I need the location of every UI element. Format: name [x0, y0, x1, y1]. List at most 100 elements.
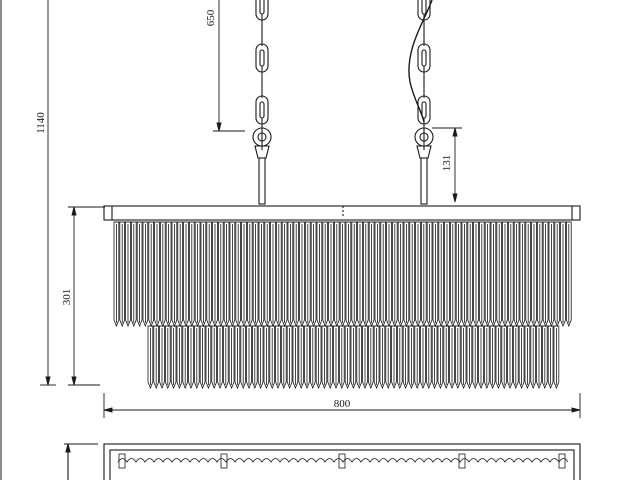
crystal-prism: [560, 221, 566, 328]
crystal-prism: [170, 325, 177, 390]
dimension-label-chain-drop: 650: [205, 9, 217, 26]
crystal-prism: [507, 221, 514, 328]
crystal-prism: [536, 325, 542, 390]
power-cable: [408, 0, 433, 123]
crystal-prism: [217, 221, 224, 328]
crystal-prism: [362, 325, 368, 390]
crystal-prism: [345, 221, 352, 328]
crystal-prism: [502, 221, 508, 328]
crystal-prism: [495, 325, 502, 390]
crystal-prism: [298, 325, 305, 390]
crystal-prism: [490, 221, 497, 328]
crystal-prism: [299, 221, 305, 328]
crystal-prism: [147, 325, 154, 390]
dimension-chain-drop: [213, 0, 245, 132]
crystal-prism: [182, 325, 189, 390]
crystal-prism: [269, 325, 276, 390]
crystal-prism: [554, 221, 560, 328]
crystal-prism: [200, 221, 207, 328]
crystal-prism: [374, 221, 381, 328]
dimension-width: [103, 393, 581, 418]
crystal-prism: [310, 221, 317, 328]
crystal-prism: [194, 221, 201, 328]
crystal-prism: [461, 221, 468, 328]
chain-link-inner: [259, 49, 265, 67]
crystal-prism: [217, 325, 223, 390]
crystal-prism: [199, 325, 206, 390]
crystal-prism: [524, 325, 531, 390]
crystal-prism: [263, 325, 270, 390]
crystal-prism: [478, 221, 485, 328]
crystal-prism: [252, 221, 259, 328]
crystal-prism: [444, 221, 450, 328]
crystal-prism: [176, 325, 183, 390]
crystal-prism: [241, 221, 247, 328]
crystal-prism: [188, 325, 194, 390]
crystal-prism: [264, 221, 271, 328]
crystal-prism: [275, 325, 281, 390]
left-chain: [255, 0, 269, 150]
crystal-prism: [228, 325, 235, 390]
right-hook: [414, 127, 434, 205]
crystal-prism: [286, 325, 293, 390]
crystal-prism: [142, 221, 149, 328]
crystal-prism: [396, 325, 403, 390]
chain-link-inner: [421, 49, 427, 67]
crystal-prism: [321, 325, 328, 390]
crystal-prism: [525, 221, 531, 328]
crystal-prism: [420, 325, 426, 390]
crystal-prism: [542, 221, 549, 328]
chain-link-inner: [259, 101, 265, 119]
crystal-prism: [333, 325, 339, 390]
crystal-prism: [530, 325, 536, 390]
crystal-prism: [164, 325, 171, 390]
crystal-prism: [351, 221, 358, 328]
crystal-prism: [414, 325, 421, 390]
crystal-prism: [547, 325, 554, 390]
crystal-prism: [304, 325, 310, 390]
crystal-prism: [240, 325, 247, 390]
top-view-outline: [64, 443, 581, 480]
crystal-prism: [501, 325, 508, 390]
crystal-prism: [437, 325, 444, 390]
crystal-prism: [211, 325, 218, 390]
crystal-prism: [420, 221, 427, 328]
crystal-prism: [443, 325, 450, 390]
crystal-prism: [206, 221, 213, 328]
top-view-crystal-ring: [117, 453, 569, 469]
crystal-prism: [136, 221, 143, 328]
crystal-prism: [339, 221, 346, 328]
dimension-label-total-height: 1140: [35, 112, 47, 134]
crystal-prism: [304, 221, 311, 328]
crystal-prism: [553, 325, 560, 390]
crystal-prism: [513, 325, 519, 390]
crystal-prism: [431, 325, 438, 390]
crystal-prism: [246, 325, 252, 390]
crystal-prism: [159, 221, 166, 328]
crystal-prism: [391, 221, 398, 328]
chain-link-inner: [421, 0, 427, 15]
crystal-prism: [409, 221, 416, 328]
crystal-prism: [449, 325, 455, 390]
crystal-prism: [484, 221, 491, 328]
mount-bracket: [458, 453, 466, 469]
chain-link-inner: [259, 0, 265, 15]
crystal-prism: [518, 325, 525, 390]
crystal-prism: [322, 221, 329, 328]
crystal-prism: [542, 325, 548, 390]
crystal-prism: [119, 221, 125, 328]
crystal-prism: [478, 325, 484, 390]
crystal-prism: [125, 221, 131, 328]
crystal-prism: [391, 325, 397, 390]
crystal-prism: [496, 221, 503, 328]
crystal-prism: [327, 325, 334, 390]
crystal-prism: [438, 221, 445, 328]
mount-bracket: [220, 453, 228, 469]
crystal-prism: [426, 221, 433, 328]
crystal-prism: [368, 221, 375, 328]
crystal-prism: [454, 325, 461, 390]
crystal-prism: [350, 325, 357, 390]
crystal-prism: [338, 325, 345, 390]
crystal-prism: [251, 325, 258, 390]
crystal-prism: [212, 221, 218, 328]
